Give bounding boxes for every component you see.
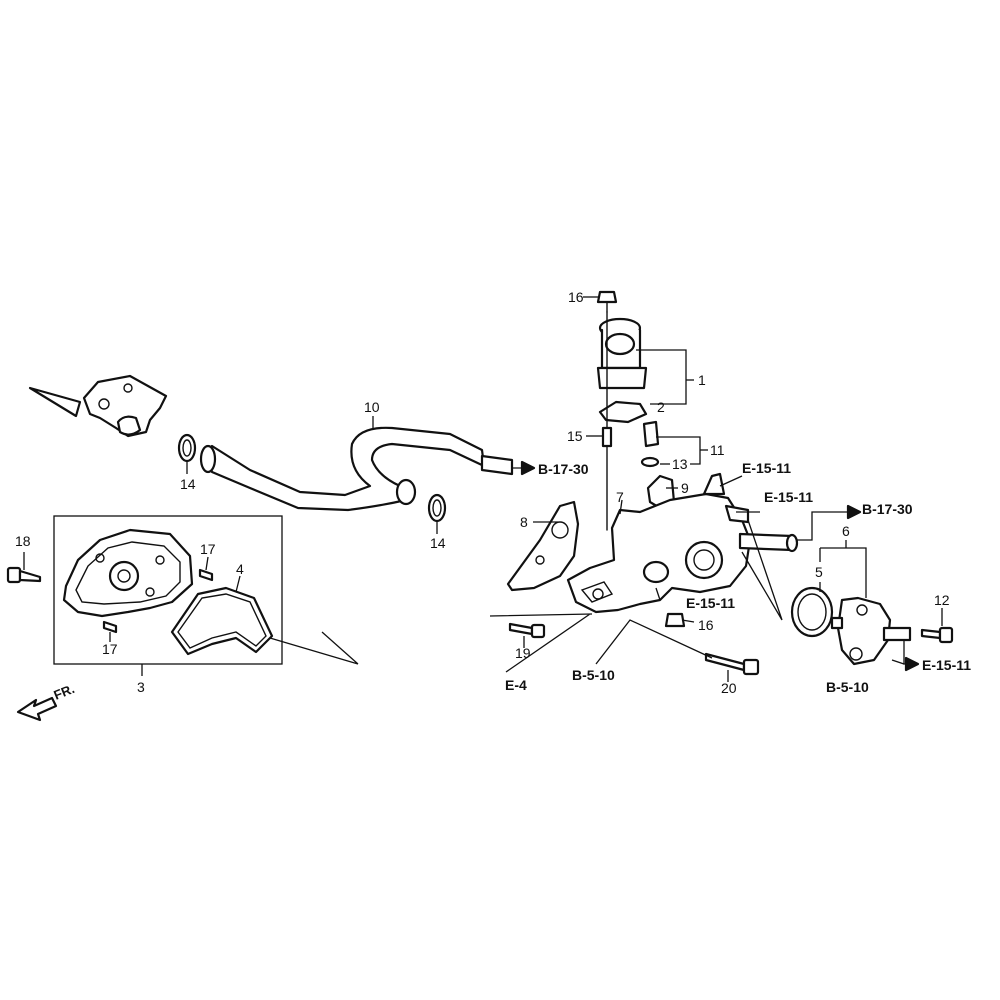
- o-ring-13: [640, 456, 660, 468]
- front-indicator-label: FR.: [52, 681, 77, 703]
- ref-e1511-b[interactable]: E-15-11: [764, 489, 813, 505]
- sensor-11: [642, 420, 660, 448]
- ref-e4[interactable]: E-4: [505, 677, 527, 693]
- label-9: 9: [681, 480, 689, 496]
- bolt-19: [508, 622, 546, 639]
- arrow-e1511-d: [904, 656, 920, 672]
- front-arrow: FR.: [16, 681, 77, 722]
- ref-b510-a[interactable]: B-5-10: [572, 667, 615, 683]
- label-4: 4: [236, 561, 244, 577]
- ref-b510-b[interactable]: B-5-10: [826, 679, 869, 695]
- label-7: 7: [616, 489, 624, 505]
- bolt-12: [920, 626, 954, 644]
- plate-8: [506, 500, 580, 592]
- label-5: 5: [815, 564, 823, 580]
- label-16-top: 16: [568, 289, 584, 305]
- arrow-b1730-top: [520, 460, 536, 476]
- water-outlet-housing: [566, 472, 799, 614]
- ref-b1730-right[interactable]: B-17-30: [862, 501, 913, 517]
- ref-e1511-a[interactable]: E-15-11: [742, 460, 791, 476]
- thermostat-cap: [596, 317, 648, 390]
- label-14-lower: 14: [430, 535, 446, 551]
- o-ring-lower: [427, 493, 447, 523]
- ref-e1511-c[interactable]: E-15-11: [686, 595, 735, 611]
- label-8: 8: [520, 514, 528, 530]
- water-pump-assembly-box: [53, 515, 283, 665]
- label-14-upper: 14: [180, 476, 196, 492]
- pin-17-upper: [198, 568, 214, 582]
- arrow-b1730-right: [846, 504, 862, 520]
- label-19: 19: [515, 645, 531, 661]
- nut-16-top: [596, 290, 618, 304]
- gasket-2: [598, 400, 648, 424]
- label-17-upper: 17: [200, 541, 216, 557]
- label-12: 12: [934, 592, 950, 608]
- water-pipe: [199, 426, 514, 512]
- label-15: 15: [567, 428, 583, 444]
- ref-b1730-top[interactable]: B-17-30: [538, 461, 589, 477]
- label-18: 18: [15, 533, 31, 549]
- pin-17-lower: [102, 620, 118, 634]
- label-2: 2: [657, 399, 665, 415]
- engine-block-fragment: [28, 374, 168, 438]
- label-3: 3: [137, 679, 145, 695]
- sensor-15: [601, 426, 613, 448]
- label-10: 10: [364, 399, 380, 415]
- nut-16-lower: [664, 612, 686, 628]
- label-17-lower: 17: [102, 641, 118, 657]
- label-20: 20: [721, 680, 737, 696]
- o-ring-upper: [177, 433, 197, 463]
- bolt-20: [704, 652, 760, 676]
- label-16-lower: 16: [698, 617, 714, 633]
- water-pump: [62, 528, 194, 618]
- ref-e1511-d[interactable]: E-15-11: [922, 657, 971, 673]
- bolt-18: [6, 566, 42, 584]
- label-6: 6: [842, 523, 850, 539]
- label-13: 13: [672, 456, 688, 472]
- thermostat-cover-6: [830, 596, 912, 666]
- label-1: 1: [698, 372, 706, 388]
- label-11: 11: [710, 442, 725, 458]
